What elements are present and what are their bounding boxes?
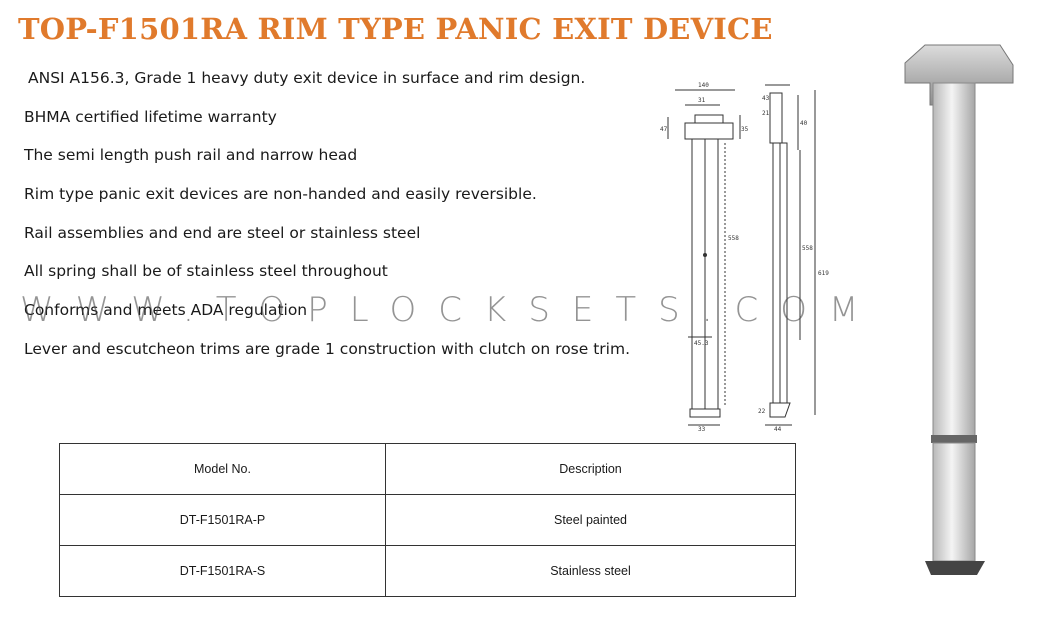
table-cell-description: Stainless steel <box>385 545 796 597</box>
feature-list: ANSI A156.3, Grade 1 heavy duty exit dev… <box>24 68 664 378</box>
feature-item: The semi length push rail and narrow hea… <box>24 146 358 165</box>
dim-label: 619 <box>818 270 829 277</box>
dim-label: 43 <box>762 95 770 102</box>
table-cell-description: Steel painted <box>385 494 796 546</box>
watermark: WWW.TOPLOCKSETS.COM <box>20 290 881 330</box>
exit-device-lower-rail <box>932 442 976 562</box>
feature-item: Rim type panic exit devices are non-hand… <box>24 185 537 204</box>
exit-device-rail <box>932 82 976 444</box>
dim-label: 44 <box>774 426 782 433</box>
feature-item: Rail assemblies and end are steel or sta… <box>24 223 421 242</box>
dim-label: 140 <box>698 82 709 89</box>
dim-label: 22 <box>758 408 766 415</box>
dim-label: 21 <box>762 110 770 117</box>
column-header-model: Model No. <box>59 443 386 495</box>
column-header-description: Description <box>385 443 796 495</box>
dim-label: 31 <box>698 97 706 104</box>
page-title-text: TOP-F1501RA RIM TYPE PANIC EXIT DEVICE <box>18 12 773 46</box>
feature-item: Conforms and meets ADA regulation <box>24 301 308 320</box>
front-view-base <box>689 408 721 418</box>
page-title: TOP-F1501RA RIM TYPE PANIC EXIT DEVICE <box>18 12 773 46</box>
feature-item: Lever and escutcheon trims are grade 1 c… <box>24 339 630 358</box>
exit-device-foot <box>925 561 985 575</box>
table-cell-model: DT-F1501RA-P <box>59 494 386 546</box>
front-view-head <box>684 122 734 140</box>
dim-label: 558 <box>728 235 739 242</box>
feature-item: BHMA certified lifetime warranty <box>24 107 277 126</box>
dim-label: 558 <box>802 245 813 252</box>
table-row: DT-F1501RA-S Stainless steel <box>59 545 796 597</box>
feature-item: All spring shall be of stainless steel t… <box>24 262 388 281</box>
table-header-row: Model No. Description <box>59 443 796 495</box>
dim-label: 35 <box>741 126 749 133</box>
dim-label: 33 <box>698 426 706 433</box>
table-row: DT-F1501RA-P Steel painted <box>59 494 796 546</box>
front-view-cap <box>694 114 724 124</box>
technical-drawing: 140 31 47 35 558 45.3 33 43 21 558 619 4… <box>660 82 829 433</box>
model-table: Model No. Description DT-F1501RA-P Steel… <box>59 443 796 597</box>
product-image <box>904 44 1014 575</box>
table-cell-model: DT-F1501RA-S <box>59 545 386 597</box>
dim-label: 47 <box>660 126 668 133</box>
dim-label: 45.3 <box>694 340 709 347</box>
dim-label: 40 <box>800 120 808 127</box>
feature-item: ANSI A156.3, Grade 1 heavy duty exit dev… <box>28 69 586 87</box>
side-view-head <box>769 92 783 144</box>
